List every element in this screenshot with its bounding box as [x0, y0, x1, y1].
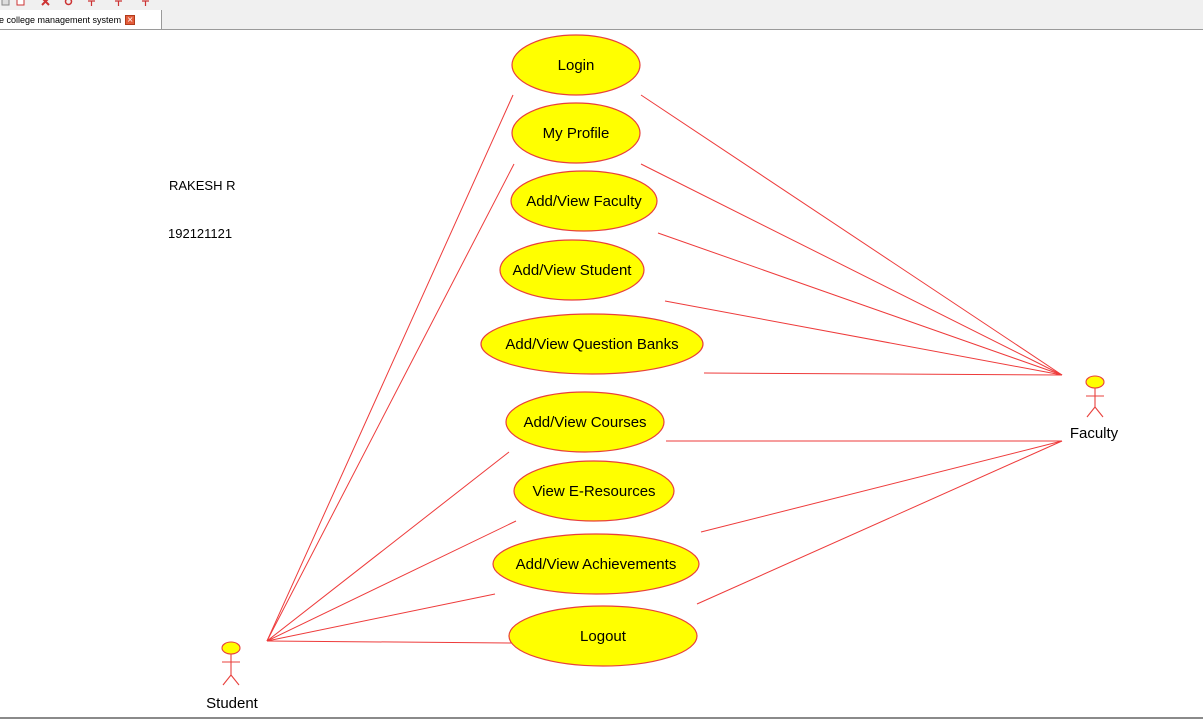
actor-label: Faculty	[1070, 425, 1119, 442]
assoc-faculty-add-faculty	[657, 232, 1063, 376]
student-associations	[266, 94, 517, 644]
assoc-student-achievements	[266, 593, 496, 642]
use-case-view-e-resources[interactable]: View E-Resources	[513, 460, 675, 522]
tab-label: e college management system	[0, 14, 122, 25]
assoc-faculty-achievements	[700, 440, 1063, 533]
bug-icon[interactable]	[41, 0, 50, 6]
actor-label: Student	[206, 695, 259, 712]
assoc-faculty-add-student	[664, 300, 1063, 376]
tab-college-management-system[interactable]: e college management system ×	[0, 10, 162, 29]
author-name: RAKESH R	[169, 178, 236, 193]
new-icon[interactable]	[1, 0, 10, 6]
bottom-border	[0, 717, 1203, 723]
use-case-label: Add/View Courses	[523, 414, 646, 431]
close-icon[interactable]: ×	[125, 14, 136, 25]
arrow-icon[interactable]	[114, 0, 123, 6]
toolbar	[0, 0, 1203, 9]
use-case-add-view-faculty[interactable]: Add/View Faculty	[510, 170, 658, 232]
tab-strip: e college management system ×	[0, 9, 1203, 30]
stick-figure-icon	[221, 641, 241, 686]
use-case-my-profile[interactable]: My Profile	[511, 102, 641, 164]
use-case-logout[interactable]: Logout	[508, 605, 698, 667]
assoc-faculty-my-profile	[640, 163, 1063, 376]
arrow-icon[interactable]	[141, 0, 150, 6]
faculty-associations	[640, 94, 1063, 605]
stick-figure-icon	[1085, 375, 1105, 418]
diagram-canvas: Login My Profile Add/View Faculty Add/Vi…	[0, 31, 1203, 717]
actor-faculty[interactable]: Faculty	[1070, 375, 1119, 442]
use-case-diagram: Login My Profile Add/View Faculty Add/Vi…	[206, 34, 1119, 712]
use-case-add-view-student[interactable]: Add/View Student	[499, 239, 645, 301]
use-case-label: Add/View Faculty	[526, 193, 642, 210]
use-case-label: Login	[558, 57, 595, 74]
arrow-icon[interactable]	[87, 0, 96, 6]
use-case-label: Add/View Achievements	[516, 556, 677, 573]
use-case-label: My Profile	[543, 125, 610, 142]
assoc-student-courses	[266, 451, 510, 642]
assoc-faculty-login	[640, 94, 1063, 376]
open-icon[interactable]	[16, 0, 25, 6]
use-case-add-view-courses[interactable]: Add/View Courses	[505, 391, 665, 453]
assoc-faculty-question-banks	[703, 372, 1063, 376]
actor-student[interactable]: Student	[206, 641, 259, 712]
use-case-login[interactable]: Login	[511, 34, 641, 96]
assoc-student-logout	[266, 640, 513, 644]
use-case-label: Logout	[580, 628, 627, 645]
use-case-label: Add/View Student	[513, 262, 633, 279]
assoc-student-e-resources	[266, 520, 517, 642]
refresh-icon[interactable]	[64, 0, 73, 6]
assoc-faculty-logout	[696, 440, 1063, 605]
assoc-student-my-profile	[266, 163, 515, 642]
use-case-add-view-question-banks[interactable]: Add/View Question Banks	[480, 313, 704, 375]
author-id: 192121121	[168, 226, 233, 241]
use-case-label: Add/View Question Banks	[505, 336, 678, 353]
use-case-label: View E-Resources	[532, 483, 655, 500]
use-case-add-view-achievements[interactable]: Add/View Achievements	[492, 533, 700, 595]
assoc-student-login	[266, 94, 514, 642]
